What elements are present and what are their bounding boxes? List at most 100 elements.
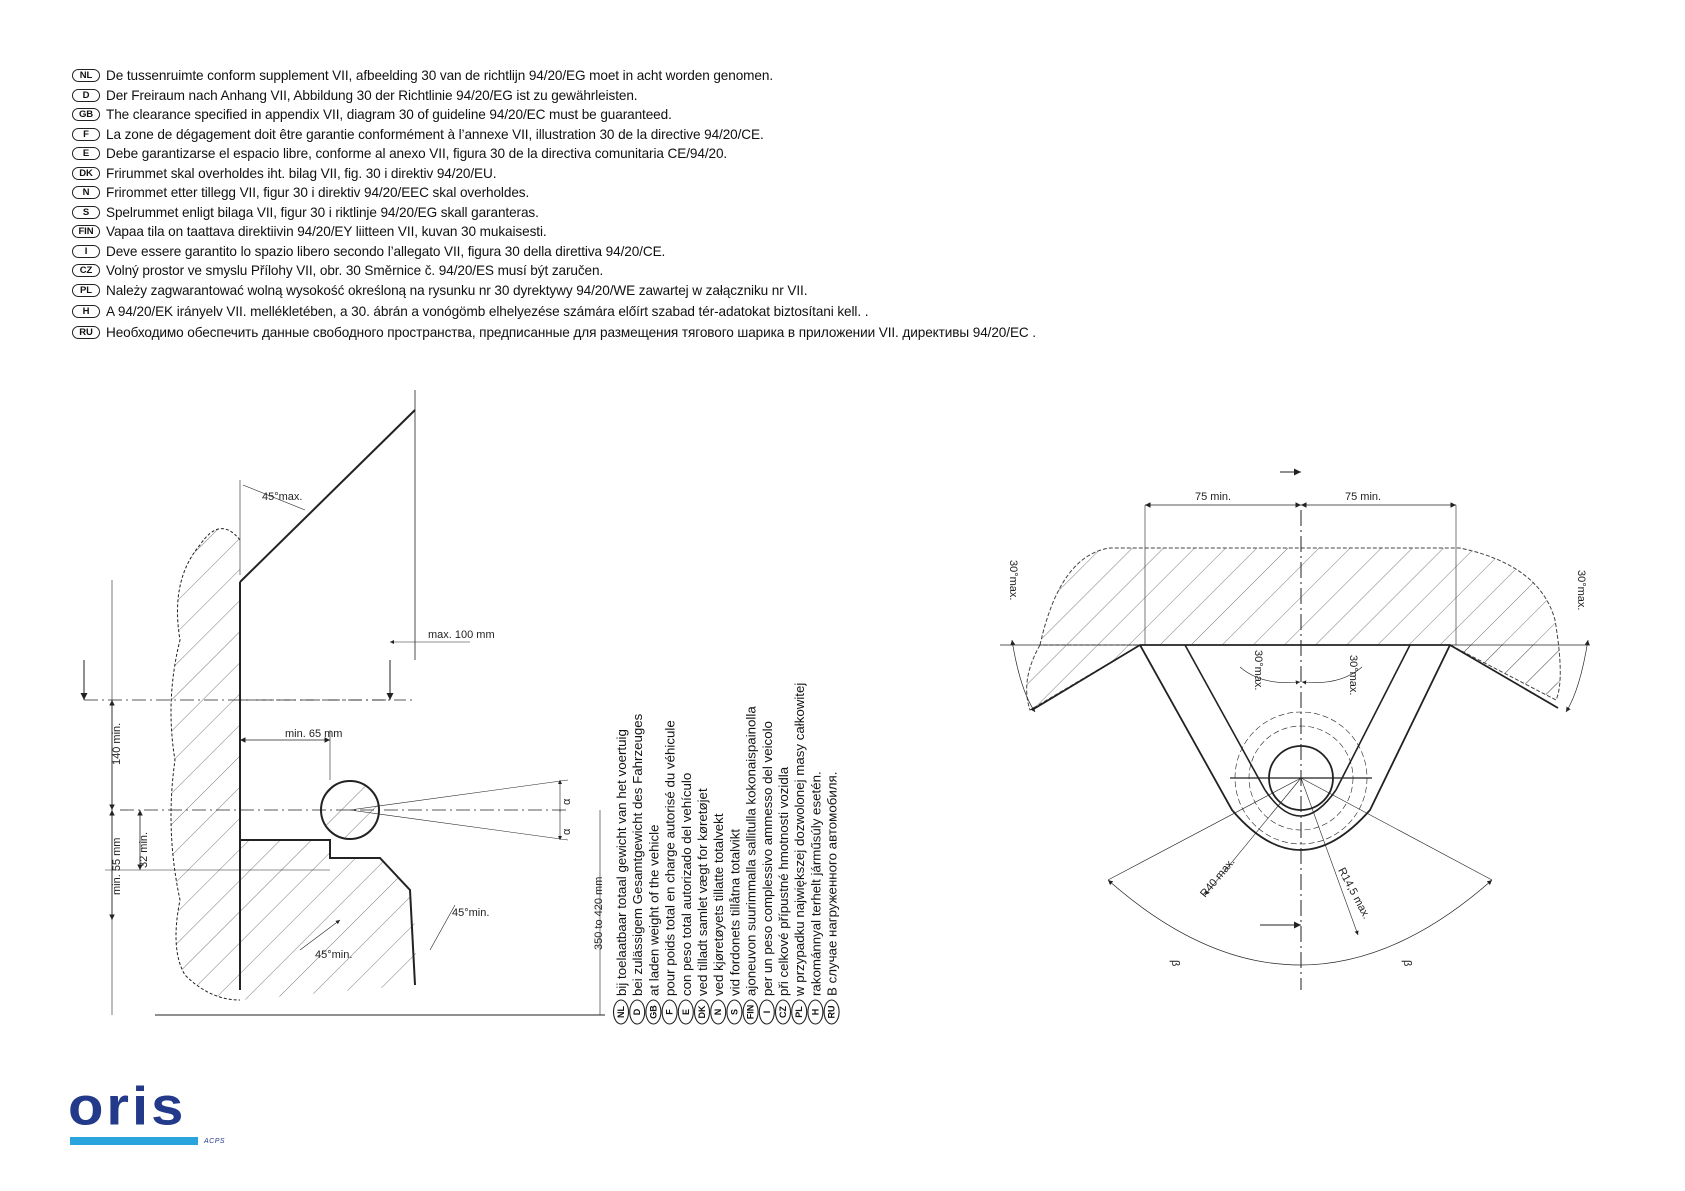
clearance-statement-row: I Deve essere garantito lo spazio libero … xyxy=(72,242,1036,262)
language-code-badge: F xyxy=(72,127,100,141)
language-code-badge xyxy=(742,999,759,1025)
language-code-badge: FIN xyxy=(72,225,100,239)
language-code-badge: N xyxy=(72,186,100,200)
clearance-statement-row: F La zone de dégagement doit être garanti… xyxy=(72,125,1036,145)
clearance-statement-text: Spelrummet enligt bilaga VII, figur 30 i… xyxy=(106,204,539,220)
clearance-statement-row: FIN Vapaa tila on taattava direktiivin 94… xyxy=(72,222,1036,242)
language-code-text: N xyxy=(713,1009,723,1016)
r40-label: R40 max. xyxy=(1198,856,1237,900)
language-code-badge xyxy=(807,999,824,1025)
clearance-statement-text: Необходимо обеспечить данные свободного … xyxy=(106,324,1036,340)
language-code-badge xyxy=(791,999,808,1025)
angle-inner-left-label: 30°max. xyxy=(1252,650,1264,690)
clearance-statement-row: GB The clearance specified in appendix VI… xyxy=(72,105,1036,125)
clearance-statement-text: Volný prostor ve smyslu Přílohy VII, obr… xyxy=(106,263,604,279)
alpha-label-1: α xyxy=(561,798,573,805)
top-view-drawing: 75 min. 75 min. 30°max. 30°max. 30°max. … xyxy=(1000,468,1590,990)
laden-weight-text: ved kjøretøyets tillatte totalvekt xyxy=(711,813,726,996)
language-code-badge: E xyxy=(72,147,100,161)
laden-weight-text: con peso total autorizado del vehículo xyxy=(679,773,694,996)
language-code-text: DK xyxy=(697,1005,707,1018)
laden-weight-notes: NL bij toelaatbaar totaal gewicht van het… xyxy=(612,683,840,1025)
language-code-text: RU xyxy=(827,1006,837,1019)
clearance-statement-row: CZ Volný prostor ve smyslu Přílohy VII, o… xyxy=(72,261,1036,281)
angle-left-label: 30°max. xyxy=(1007,560,1019,600)
language-code-badge: DK xyxy=(72,166,100,180)
angle-top-label: 45°max. xyxy=(262,491,302,503)
angle-right-label: 45°min. xyxy=(452,907,489,919)
language-code-text: I xyxy=(762,1011,772,1014)
language-code-badge: I xyxy=(72,244,100,258)
language-code-text: S xyxy=(729,1009,739,1015)
clearance-statement-text: La zone de dégagement doit être garantie… xyxy=(106,126,764,142)
laden-weight-note: NL bij toelaatbaar totaal gewicht van het… xyxy=(612,729,630,1025)
clearance-statement-text: The clearance specified in appendix VII,… xyxy=(106,107,672,123)
laden-weight-text: w przypadku największej dozwolonej masy … xyxy=(792,683,807,997)
clearance-statement-text: Deve essere garantito lo spazio libero s… xyxy=(106,243,666,259)
side-view-drawing: 45°max. max. 100 mm min. 65 mm 45°min. 4… xyxy=(80,390,605,1016)
laden-weight-text: vid fordonets tillåtna totalvikt xyxy=(727,829,742,996)
language-code-badge xyxy=(693,999,711,1025)
clearance-statement-row: NL De tussenruimte conform supplement VII… xyxy=(72,66,1036,86)
language-code-text: CZ xyxy=(778,1006,788,1018)
laden-weight-note: PL w przypadku największej dozwolonej mas… xyxy=(791,683,808,1025)
clearance-statement-text: Der Freiraum nach Anhang VII, Abbildung … xyxy=(106,87,638,103)
logo-wordmark: oris xyxy=(68,1076,187,1137)
laden-weight-text: В случае нагруженного автомобиля. xyxy=(825,772,840,996)
min-75-right-label: 75 min. xyxy=(1345,491,1381,503)
laden-weight-text: ved tilladt samlet vægt for køretøjet xyxy=(695,788,710,996)
angle-inner-right-label: 30°max. xyxy=(1347,655,1359,695)
language-code-badge: RU xyxy=(72,325,100,339)
language-code-text: D xyxy=(632,1008,642,1015)
language-code-badge xyxy=(612,999,630,1025)
language-code-badge: NL xyxy=(72,69,100,83)
side-clearance-hatched-area xyxy=(240,540,416,1000)
top-clearance-hatched-area xyxy=(1039,547,1561,701)
language-code-badge: CZ xyxy=(72,264,100,278)
laden-weight-text: bei zulässigem Gesamtgewicht des Fahrzeu… xyxy=(630,713,645,996)
angle-right-label: 30°max. xyxy=(1575,570,1587,610)
laden-weight-text: at laden weight of the vehicle xyxy=(646,825,661,997)
logo-subtext: ACPS xyxy=(204,1138,226,1145)
clearance-statement-row: RU Необходимо обеспечить данные свободног… xyxy=(72,323,1036,343)
language-code-badge xyxy=(677,999,694,1025)
language-code-text: FIN xyxy=(746,1005,756,1020)
laden-weight-note: DK ved tilladt samlet vægt for køretøjet xyxy=(693,788,711,1025)
language-code-badge xyxy=(645,999,662,1025)
language-code-badge: GB xyxy=(72,108,100,122)
language-code-badge xyxy=(774,999,792,1025)
clearance-statement-text: Należy zagwarantować wolną wysokość okre… xyxy=(106,282,808,298)
language-code-text: NL xyxy=(616,1006,626,1018)
beta-left-label: β xyxy=(1169,960,1181,966)
alpha-label-2: α xyxy=(561,828,573,835)
language-code-text: E xyxy=(681,1009,691,1015)
min-32-label: 32 min. xyxy=(138,832,150,868)
height-range-label: 350 to 420 mm xyxy=(593,877,605,950)
clearance-statement-text: Debe garantizarse el espacio libre, conf… xyxy=(106,146,728,162)
max-100-label: max. 100 mm xyxy=(428,629,495,641)
language-code-badge xyxy=(629,999,646,1025)
language-code-badge xyxy=(823,999,840,1025)
min-55-label: min. 55 mm xyxy=(111,838,123,895)
clearance-statement-text: Vapaa tila on taattava direktiivin 94/20… xyxy=(106,224,547,240)
laden-weight-text: bij toelaatbaar totaal gewicht van het v… xyxy=(614,729,629,996)
r145-label: R14,5 max. xyxy=(1335,866,1372,921)
clearance-statement-text: De tussenruimte conform supplement VII, … xyxy=(106,68,774,84)
language-code-badge xyxy=(710,999,727,1025)
language-code-text: PL xyxy=(794,1006,804,1018)
